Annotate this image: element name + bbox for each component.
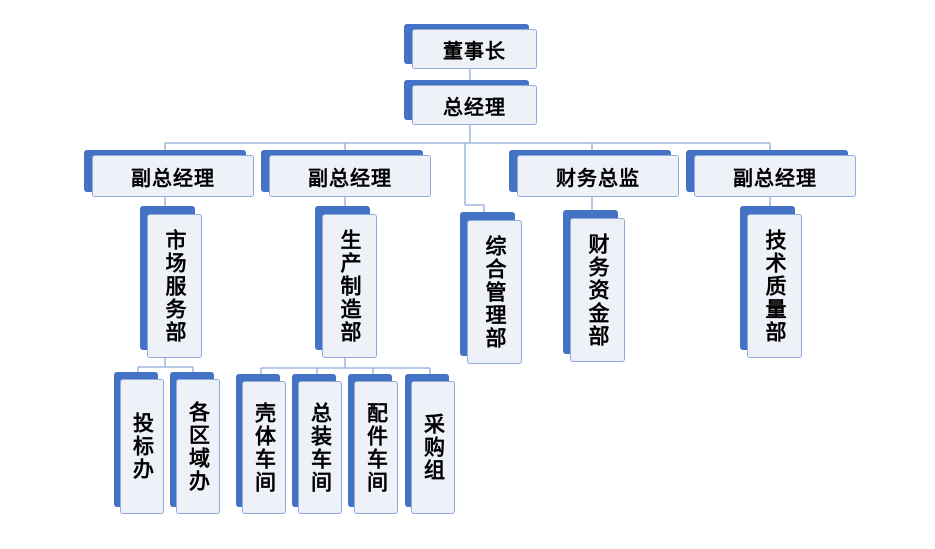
parts-workshop-box: 配件车间 (348, 374, 398, 514)
regional-office-box: 各区域办 (170, 372, 220, 514)
general-admin-dept-box: 综合管理部 (460, 212, 522, 364)
market-service-dept-box: 市场服务部 (140, 206, 202, 358)
finance-capital-dept-label: 财务资金部 (570, 218, 625, 362)
general-manager-label: 总经理 (412, 85, 537, 125)
production-dept-label: 生产制造部 (322, 214, 377, 358)
production-dept-box: 生产制造部 (315, 206, 377, 358)
cfo-box: 财务总监 (509, 150, 679, 197)
tech-quality-dept-box: 技术质量部 (740, 206, 802, 358)
vice-gm-box-1: 副总经理 (84, 150, 254, 197)
assembly-workshop-label: 总装车间 (298, 381, 342, 514)
purchasing-group-label: 采购组 (411, 381, 455, 514)
chairman-box: 董事长 (404, 24, 537, 69)
vice-gm-box-2: 副总经理 (261, 150, 431, 197)
tech-quality-dept-label: 技术质量部 (747, 214, 802, 358)
bidding-office-label: 投标办 (120, 379, 164, 514)
assembly-workshop-box: 总装车间 (292, 374, 342, 514)
vice-gm-label-3: 副总经理 (694, 155, 856, 197)
chairman-label: 董事长 (412, 29, 537, 69)
parts-workshop-label: 配件车间 (354, 381, 398, 514)
cfo-label: 财务总监 (517, 155, 679, 197)
general-admin-dept-label: 综合管理部 (467, 220, 522, 364)
market-service-dept-label: 市场服务部 (147, 214, 202, 358)
vice-gm-label-1: 副总经理 (92, 155, 254, 197)
bidding-office-box: 投标办 (114, 372, 164, 514)
shell-workshop-label: 壳体车间 (242, 381, 286, 514)
purchasing-group-box: 采购组 (405, 374, 455, 514)
general-manager-box: 总经理 (404, 80, 537, 125)
finance-capital-dept-box: 财务资金部 (563, 210, 625, 362)
vice-gm-label-2: 副总经理 (269, 155, 431, 197)
vice-gm-box-3: 副总经理 (686, 150, 856, 197)
regional-office-label: 各区域办 (176, 379, 220, 514)
shell-workshop-box: 壳体车间 (236, 374, 286, 514)
